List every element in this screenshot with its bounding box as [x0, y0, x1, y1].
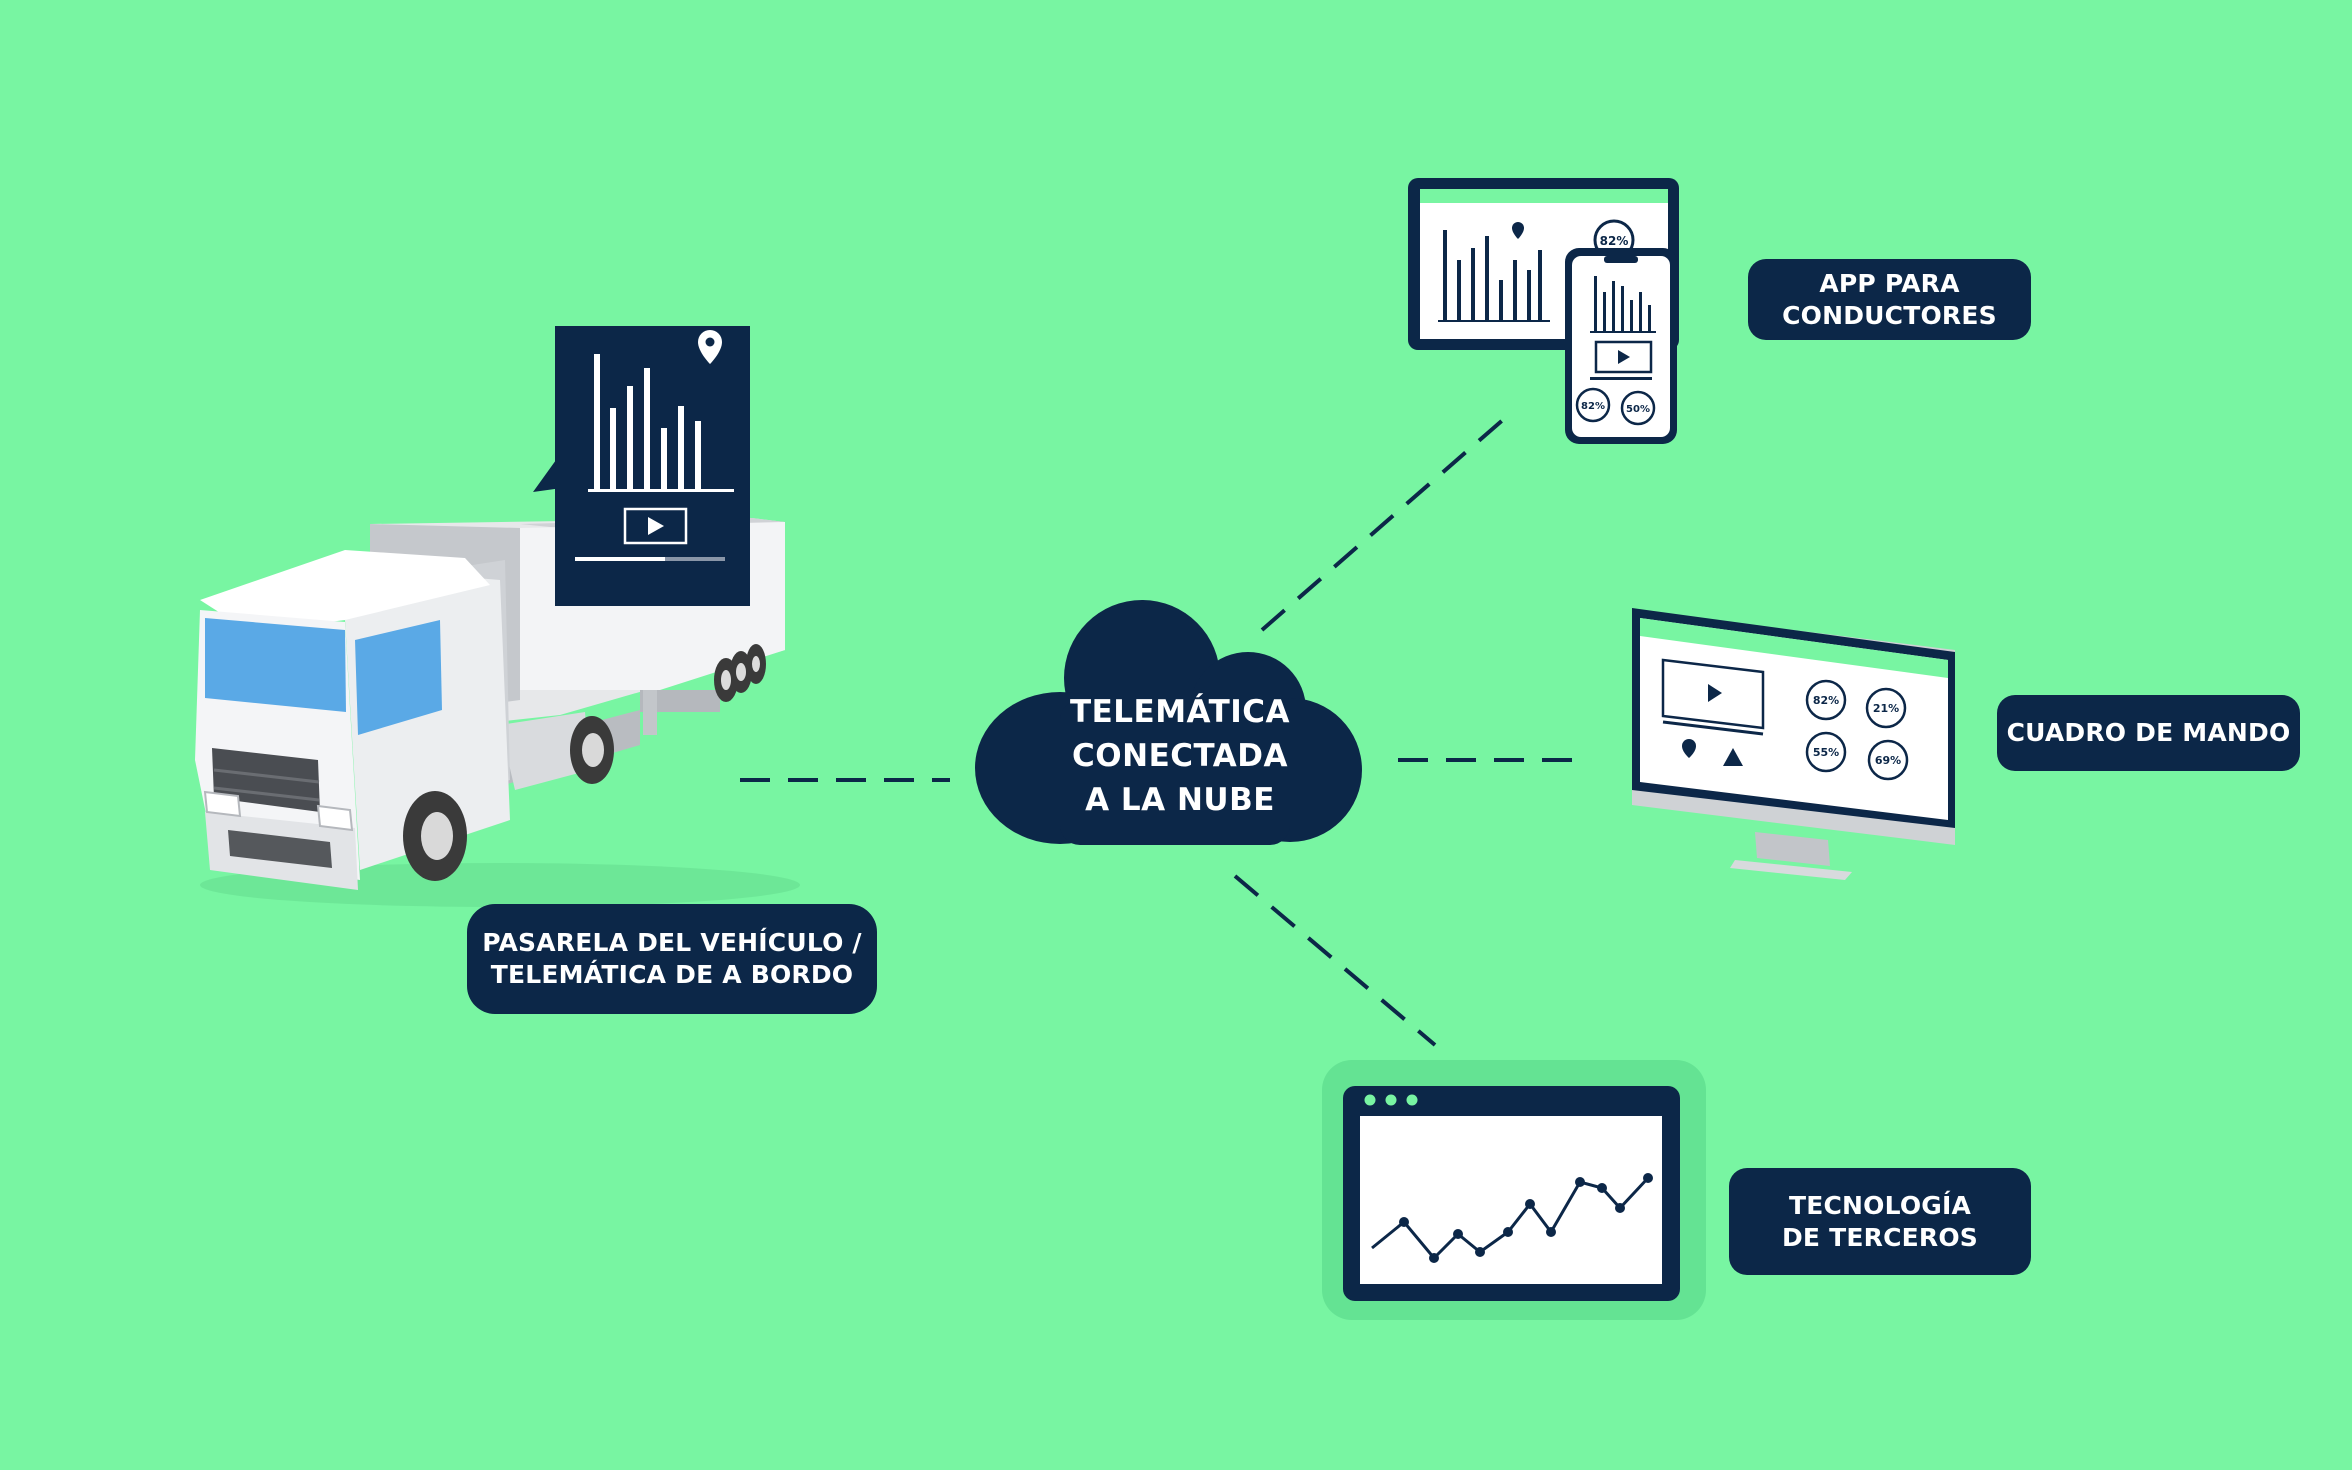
monitor-gauge-label-4: 69% [1875, 754, 1901, 767]
monitor-gauge-label-2: 21% [1873, 702, 1899, 715]
cloud-label-line-3: A LA NUBE [1085, 782, 1275, 819]
monitor-icon: 82% 21% 55% 69% [1632, 608, 1955, 880]
location-pin-icon [698, 330, 722, 364]
monitor-gauge-label-1: 82% [1813, 694, 1839, 707]
tablet-gauge-label: 82% [1600, 234, 1629, 248]
dashboard-label: CUADRO DE MANDO [1997, 695, 2300, 771]
third-party-line-2: DE TERCEROS [1781, 1222, 1979, 1252]
vehicle-gateway-line-2: TELEMÁTICA DE A BORDO [490, 960, 854, 989]
driver-app-line-2: CONDUCTORES [1782, 300, 1997, 330]
third-party-label: TECNOLOGÍA DE TERCEROS [1729, 1168, 2031, 1275]
cloud-label: TELEMÁTICA CONECTADA A LA NUBE [1025, 690, 1335, 822]
browser-window-icon [1322, 1060, 1706, 1320]
connector-app [1260, 416, 1507, 632]
phone-gauge-label-2: 50% [1626, 404, 1650, 415]
bar-chart-graphic [588, 354, 734, 492]
phone-icon: 82% 50% [1565, 248, 1677, 444]
vehicle-gateway-line-1: PASARELA DEL VEHÍCULO / [482, 928, 862, 957]
cloud-icon [975, 600, 1362, 845]
play-icon [623, 507, 688, 545]
vehicle-gateway-label: PASARELA DEL VEHÍCULO / TELEMÁTICA DE A … [467, 904, 877, 1014]
cloud-label-line-2: CONECTADA [1072, 738, 1288, 775]
trailer-wheels [714, 644, 766, 702]
driver-app-line-1: APP PARA [1819, 268, 1960, 298]
telematics-display-card [533, 326, 750, 606]
connectors [740, 416, 1582, 1047]
monitor-gauge-label-3: 55% [1813, 746, 1839, 759]
warning-icon [1723, 748, 1743, 766]
dashboard-line-1: CUADRO DE MANDO [2006, 718, 2291, 747]
cloud-label-line-1: TELEMÁTICA [1069, 694, 1291, 730]
phone-gauge-label-1: 82% [1581, 401, 1605, 412]
third-party-line-1: TECNOLOGÍA [1788, 1190, 1972, 1220]
driver-app-label: APP PARA CONDUCTORES [1748, 259, 2031, 340]
connector-third-party [1233, 874, 1437, 1047]
